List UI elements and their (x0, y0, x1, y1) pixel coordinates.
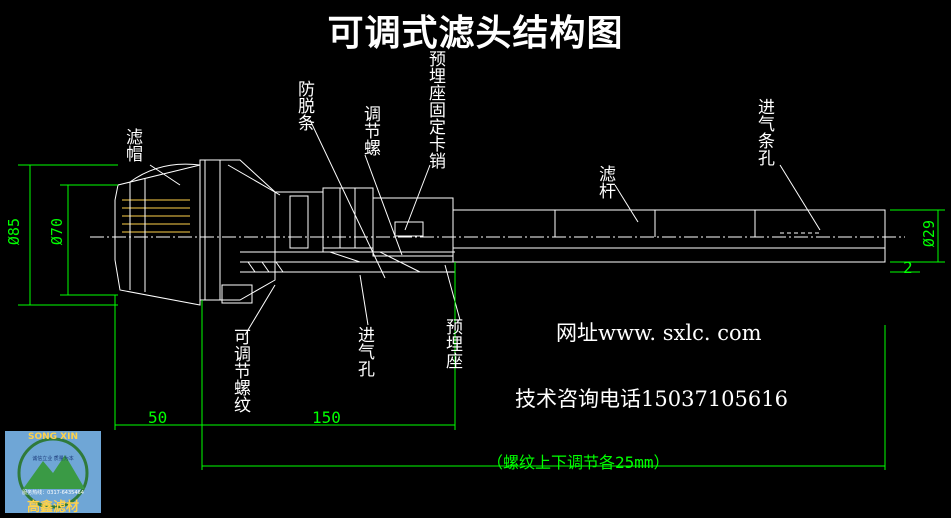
cap-dome (129, 163, 201, 183)
dim-thread-note: （螺纹上下调节各25mm） (487, 453, 670, 472)
filter-cap (114, 164, 201, 306)
label-adjust-thread: 可调节螺纹 (230, 328, 250, 413)
logo-hotline: 服务热线：0317-6435464 (22, 490, 84, 496)
dim-2: 2 (903, 258, 913, 277)
label-filter-rod: 滤杆 (595, 165, 615, 199)
filter-rod (452, 209, 886, 263)
label-air-strip-hole: 进气条孔 (754, 98, 774, 166)
dim-150: 150 (312, 408, 341, 427)
label-air-hole: 进气孔 (354, 326, 374, 377)
preembed-seat-body (372, 197, 454, 257)
label-anti-slip: 防脱条 (294, 80, 314, 131)
company-logo: SONG XIN 诚信立业 质量为本 服务热线：0317-6435464 高鑫滤… (5, 431, 101, 515)
label-preembed-seat: 预埋座 (442, 318, 462, 369)
label-filter-cap: 滤帽 (122, 128, 142, 162)
thread-hatch (247, 251, 421, 273)
dim-50: 50 (148, 408, 168, 427)
cap-slots (122, 199, 190, 233)
adjust-sleeve (274, 191, 324, 253)
website-text: 网址www. sxlc. com (556, 321, 762, 345)
logo-brand: 高鑫滤材 (26, 500, 79, 515)
dim-d70: Ø70 (48, 218, 66, 246)
label-preembed-pin: 预埋座固定卡销 (425, 50, 445, 169)
cap-flange (199, 159, 276, 301)
dim-d29: Ø29 (920, 220, 938, 248)
diagram-title: 可调式滤头结构图 (327, 13, 624, 54)
logo-tagline: 诚信立业 质量为本 (32, 456, 74, 462)
dim-d85: Ø85 (5, 218, 23, 246)
phone-text: 技术咨询电话15037105616 (515, 387, 788, 411)
logo-top-text: SONG XIN (27, 432, 78, 442)
label-adjust-cap: 调节螺 (360, 105, 380, 156)
logo-graphic (17, 437, 89, 509)
sleeve-body (322, 187, 374, 249)
